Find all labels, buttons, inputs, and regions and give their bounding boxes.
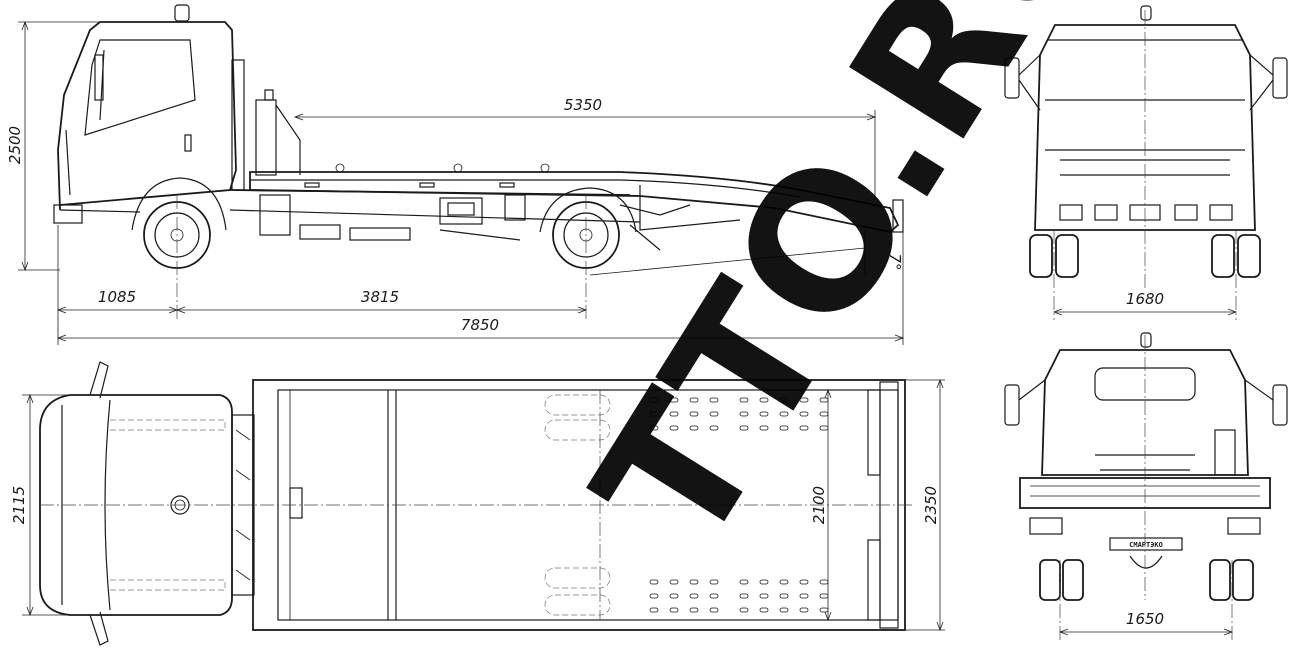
- dim-platform-length: 5350: [564, 96, 602, 114]
- front-view: 1680: [1004, 5, 1288, 320]
- dim-height-total: 2500: [6, 126, 24, 164]
- dim-rear-track: 1650: [1126, 610, 1164, 628]
- dim-front-overhang: 1085: [98, 288, 136, 306]
- top-view: 2115: [10, 361, 945, 646]
- dim-wheelbase: 3815: [361, 288, 399, 306]
- side-view: 2500: [6, 4, 905, 345]
- dim-overall-length: 7850: [461, 316, 499, 334]
- license-plate-text: СМАРТЭКО: [1129, 541, 1163, 549]
- rear-view: СМАРТЭКО 1650: [1004, 332, 1288, 640]
- dim-front-track: 1680: [1126, 290, 1164, 308]
- deck-slots: [649, 397, 829, 613]
- dim-cab-width: 2115: [10, 486, 28, 524]
- dim-loading-angle: 7°: [886, 253, 904, 270]
- dim-platform-inner-width: 2100: [810, 486, 828, 524]
- dim-platform-width: 2350: [922, 486, 940, 524]
